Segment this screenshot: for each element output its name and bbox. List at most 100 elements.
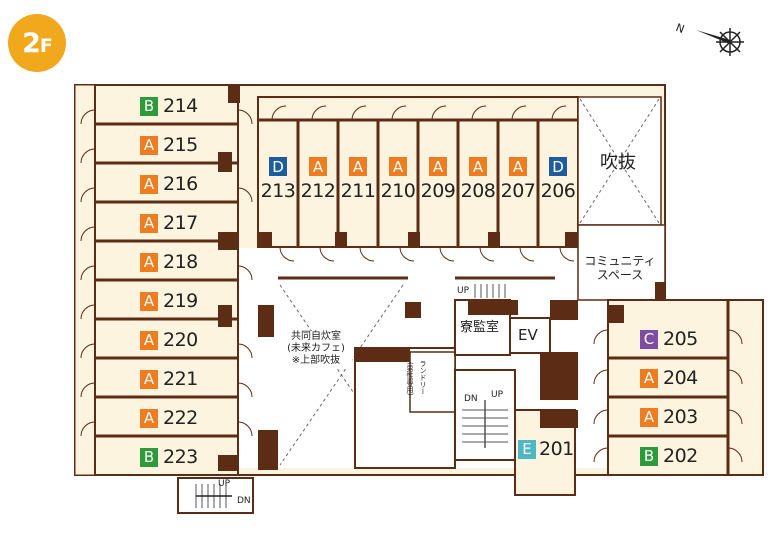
- north-room-dividers: [258, 118, 578, 247]
- room-number: 206: [540, 180, 576, 202]
- kitchen-cross-2: [279, 284, 404, 466]
- door-swings: [80, 105, 743, 463]
- room-201-type-badge: E: [518, 439, 536, 459]
- room-type-badge: A: [640, 368, 658, 388]
- room-201-number: 201: [539, 438, 574, 460]
- room-212[interactable]: A 212: [298, 157, 338, 202]
- room-number: 223: [163, 446, 198, 468]
- laundry-line-1: ランドリー: [419, 360, 427, 395]
- kitchen-line-1: 共同自炊室: [291, 331, 341, 342]
- void-cross-2: [579, 98, 660, 224]
- floor-number: 2: [22, 27, 41, 59]
- laundry-label: ランドリー: [413, 360, 427, 395]
- room-type-badge: A: [140, 408, 158, 428]
- compass-rose-icon: [696, 28, 744, 56]
- room-type-badge: A: [509, 157, 527, 176]
- room-type-badge: A: [140, 291, 158, 311]
- room-206[interactable]: D 206: [538, 157, 578, 202]
- elevator-shaft: [509, 317, 551, 354]
- room-type-badge: A: [140, 330, 158, 350]
- community-space: [577, 224, 666, 301]
- room-number: 212: [300, 180, 336, 202]
- room-number: 219: [163, 290, 198, 312]
- room-type-badge: A: [140, 135, 158, 155]
- room-type-badge: A: [389, 157, 407, 176]
- room-number: 202: [663, 445, 698, 467]
- west-balcony: [74, 84, 96, 476]
- room-number: 220: [163, 329, 198, 351]
- room-number: 213: [260, 180, 296, 202]
- room-type-badge: B: [640, 446, 658, 466]
- room-213[interactable]: D 213: [258, 157, 298, 202]
- stair-up-label-core: UP: [491, 390, 504, 400]
- community-line-2: スペース: [596, 268, 644, 282]
- room-type-badge: D: [269, 157, 287, 176]
- community-space-label: コミュニティ スペース: [580, 254, 660, 282]
- east-room-dividers: [608, 300, 730, 475]
- room-type-badge: A: [140, 174, 158, 194]
- stair-treads-north: [474, 284, 506, 298]
- room-number: 214: [163, 95, 198, 117]
- room-type-badge: D: [549, 157, 567, 176]
- room-number: 211: [340, 180, 376, 202]
- stair-down-label-southwest: DN: [237, 496, 251, 506]
- room-number: 204: [663, 367, 698, 389]
- room-number: 207: [500, 180, 536, 202]
- stair-up-label-southwest: UP: [218, 479, 231, 489]
- room-type-badge: B: [140, 96, 158, 116]
- laundry-room: [409, 351, 456, 413]
- room-210[interactable]: A 210: [378, 157, 418, 202]
- room-number: 208: [460, 180, 496, 202]
- room-type-badge: B: [140, 447, 158, 467]
- room-type-badge: A: [429, 157, 447, 176]
- room-201[interactable]: E 201: [518, 438, 574, 460]
- room-207[interactable]: A 207: [498, 157, 538, 202]
- room-type-badge: C: [640, 329, 658, 349]
- west-room-dividers: [95, 122, 238, 438]
- east-room-column: [607, 299, 764, 476]
- room-number: 210: [380, 180, 416, 202]
- room-number: 205: [663, 328, 698, 350]
- room-type-badge: A: [140, 252, 158, 272]
- floor-suffix: F: [39, 35, 53, 57]
- kitchen-line-2: (未来カフェ): [287, 343, 345, 354]
- community-line-1: コミュニティ: [584, 254, 656, 268]
- room-211[interactable]: A 211: [338, 157, 378, 202]
- room-type-badge: A: [309, 157, 327, 176]
- supervisor-room-label: 寮監室: [460, 320, 500, 335]
- room-number: 216: [163, 173, 198, 195]
- kitchen-label: 共同自炊室 (未来カフェ) ※上部吹抜: [280, 331, 352, 367]
- room-type-badge: A: [640, 407, 658, 427]
- room-type-badge: A: [349, 157, 367, 176]
- kitchen-line-3: ※上部吹抜: [291, 355, 341, 366]
- room-number: 221: [163, 368, 198, 390]
- room-208[interactable]: A 208: [458, 157, 498, 202]
- room-number: 215: [163, 134, 198, 156]
- room-type-badge: A: [140, 213, 158, 233]
- room-type-badge: A: [469, 157, 487, 176]
- elevator-label: EV: [518, 326, 538, 344]
- room-number: 209: [420, 180, 456, 202]
- room-number: 218: [163, 251, 198, 273]
- void-label: 吹抜: [600, 152, 636, 173]
- room-type-badge: A: [140, 369, 158, 389]
- room-209[interactable]: A 209: [418, 157, 458, 202]
- laundry-sub-label: (男性専用): [402, 362, 414, 395]
- room-number: 203: [663, 406, 698, 428]
